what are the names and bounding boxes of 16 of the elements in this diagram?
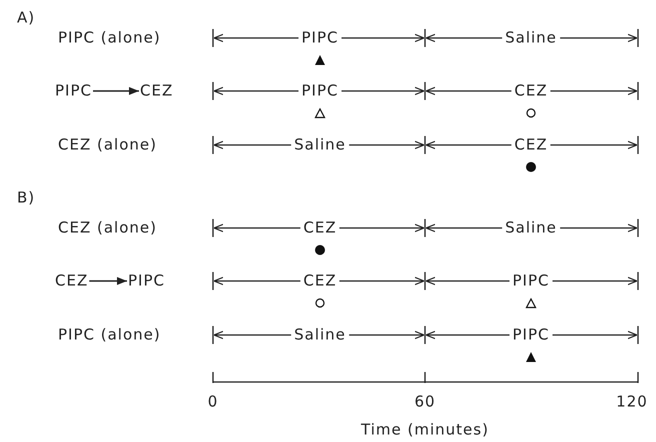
panel-label: A) bbox=[16, 10, 36, 26]
arrow bbox=[89, 277, 127, 285]
row-label: PIPC (alone) bbox=[57, 326, 162, 344]
drug-label: CEZ bbox=[140, 82, 174, 100]
axis-tick-label: 0 bbox=[206, 394, 220, 410]
drug-label: PIPC bbox=[55, 82, 92, 100]
drug-label: CEZ bbox=[55, 272, 88, 290]
row-label: CEZ (alone) bbox=[57, 136, 158, 154]
axis-tick-label: 120 bbox=[615, 394, 649, 410]
axis-tick-label: 60 bbox=[413, 394, 437, 410]
panel-label: B) bbox=[16, 190, 36, 206]
drug-label: PIPC bbox=[128, 272, 165, 290]
axis-title: Time (minutes) bbox=[360, 422, 490, 438]
arrow bbox=[93, 87, 139, 95]
row-label: PIPC (alone) bbox=[57, 30, 162, 46]
row-label: CEZ (alone) bbox=[57, 220, 158, 236]
